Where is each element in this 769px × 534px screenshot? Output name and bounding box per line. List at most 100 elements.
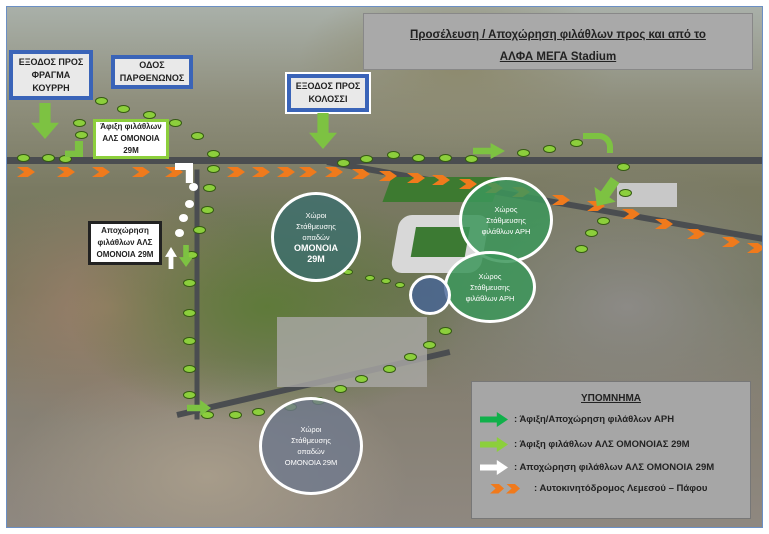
green-route-dot xyxy=(75,131,88,139)
white-route-dot xyxy=(175,229,184,237)
chevron-icon xyxy=(722,237,740,247)
green-route-dot xyxy=(617,163,630,171)
label-line: ΕΞΟΔΟΣ ΠΡΟΣ xyxy=(295,81,361,91)
legend-item-highway: : Αυτοκινητόδρομος Λεμεσού – Πάφου xyxy=(480,483,707,494)
chevron-icon xyxy=(407,173,425,183)
green-route-dot xyxy=(360,155,373,163)
label-line: Αποχώρηση xyxy=(101,226,149,235)
green-route-dot xyxy=(183,279,196,287)
chevron-icon xyxy=(432,175,450,185)
arrow-down-kolossi-icon xyxy=(309,113,337,149)
green-route-dot xyxy=(543,145,556,153)
chevron-icon xyxy=(747,243,762,253)
parking-label: Χώροι xyxy=(305,210,327,220)
green-route-dot xyxy=(439,154,452,162)
legend-item-omonoia-arrival: : Άφιξη φιλάθλων ΑΛΣ ΟΜΟΝΟΙΑΣ 29Μ xyxy=(480,437,690,452)
label-line: ΚΟΥΡΡΗ xyxy=(32,82,70,93)
chevron-icon xyxy=(352,169,370,179)
green-route-dot xyxy=(365,275,375,281)
parking-label: φιλάθλων ΑΡΗ xyxy=(481,226,531,236)
green-route-dot xyxy=(439,327,452,335)
green-route-dot xyxy=(383,365,396,373)
parking-label: Χώρος xyxy=(478,271,502,281)
green-route-dot xyxy=(143,111,156,119)
green-route-dot xyxy=(207,150,220,158)
white-route-dot xyxy=(185,200,194,208)
legend: ΥΠΟΜΝΗΜΑ : Άφιξη/Αποχώρηση φιλάθλων ΑΡΗ … xyxy=(471,381,751,519)
parking-label: Χώροι xyxy=(300,425,322,434)
title-line-1: Προσέλευση / Αποχώρηση φιλάθλων προς και… xyxy=(410,29,706,41)
green-route-dot xyxy=(619,189,632,197)
green-route-dot xyxy=(95,97,108,105)
parking-label: Στάθμευσης xyxy=(470,282,510,292)
green-route-dot xyxy=(355,375,368,383)
green-route-dot xyxy=(575,245,588,253)
white-arrow-icon xyxy=(480,460,508,475)
chevron-icon xyxy=(325,167,343,177)
parking-label: Στάθμευσης xyxy=(296,221,336,231)
label-line: ΕΞΟΔΟΣ ΠΡΟΣ xyxy=(18,56,84,67)
legend-label: : Αυτοκινητόδρομος Λεμεσού – Πάφου xyxy=(534,483,708,494)
green-route-dot xyxy=(183,391,196,399)
parking-label: ΟΜΟΝΟΙΑ xyxy=(294,242,338,253)
chevron-icon xyxy=(17,167,35,177)
green-route-dot xyxy=(412,154,425,162)
label-line: ΠΑΡΘΕΝΩΝΟΣ xyxy=(119,73,185,83)
arrow-up-white-icon xyxy=(165,247,177,269)
green-route-dot xyxy=(517,149,530,157)
parking-label: οπαδών xyxy=(302,232,330,242)
green-route-dot xyxy=(465,155,478,163)
legend-item-ari: : Άφιξη/Αποχώρηση φιλάθλων ΑΡΗ xyxy=(480,412,674,427)
green-route-dot xyxy=(597,217,610,225)
green-route-dot xyxy=(117,105,130,113)
green-route-dot xyxy=(423,341,436,349)
title-line-2: ΑΛΦΑ ΜΕΓΑ Stadium xyxy=(499,51,617,63)
chevron-icon xyxy=(552,195,570,205)
label-line: ΑΛΣ ΟΜΟΝΟΙΑ xyxy=(102,134,160,143)
chevron-icon xyxy=(132,167,150,177)
green-route-dot xyxy=(404,353,417,361)
parking-label: ΟΜΟΝΟΙΑ 29Μ xyxy=(284,458,338,467)
label-line: ΚΟΛΟΣΣΙ xyxy=(308,94,348,104)
buildings xyxy=(277,317,427,387)
green-route-dot xyxy=(183,337,196,345)
parking-label: 29Μ xyxy=(307,253,325,264)
green-route-dot xyxy=(229,411,242,419)
legend-label: : Άφιξη φιλάθλων ΑΛΣ ΟΜΟΝΟΙΑΣ 29Μ xyxy=(514,439,690,450)
white-route-dot xyxy=(179,214,188,222)
title-box: Προσέλευση / Αποχώρηση φιλάθλων προς και… xyxy=(363,13,753,70)
chevron-icon xyxy=(299,167,317,177)
chevron-icon xyxy=(252,167,270,177)
label-exit-kolossi: ΕΞΟΔΟΣ ΠΡΟΣ ΚΟΛΟΣΣΙ xyxy=(285,72,371,114)
chevron-icon xyxy=(379,171,397,181)
green-route-dot xyxy=(381,278,391,284)
chevron-icon xyxy=(687,229,705,239)
parking-label: Στάθμευσης xyxy=(291,436,331,445)
highway xyxy=(7,157,762,164)
chevron-icon xyxy=(227,167,245,177)
white-route-dot xyxy=(189,183,198,191)
chevron-icon xyxy=(655,219,673,229)
arrow-turn-icon xyxy=(65,141,83,157)
label-line: φιλάθλων ΑΛΣ xyxy=(97,238,153,247)
green-route-dot xyxy=(201,206,214,214)
parking-label: Χώρος xyxy=(494,204,518,214)
green-route-dot xyxy=(337,159,350,167)
green-route-dot xyxy=(570,139,583,147)
green-route-dot xyxy=(17,154,30,162)
green-route-dot xyxy=(42,154,55,162)
road-north-south xyxy=(194,169,200,420)
green-route-dot xyxy=(585,229,598,237)
label-line: 29Μ xyxy=(123,146,139,155)
green-route-dot xyxy=(191,132,204,140)
parking-label: οπαδών xyxy=(297,447,325,456)
legend-label: : Άφιξη/Αποχώρηση φιλάθλων ΑΡΗ xyxy=(514,414,675,425)
light-green-arrow-icon xyxy=(480,437,508,452)
legend-item-omonoia-departure: : Αποχώρηση φιλάθλων ΑΛΣ ΟΜΟΝΟΙΑ 29Μ xyxy=(480,460,714,475)
